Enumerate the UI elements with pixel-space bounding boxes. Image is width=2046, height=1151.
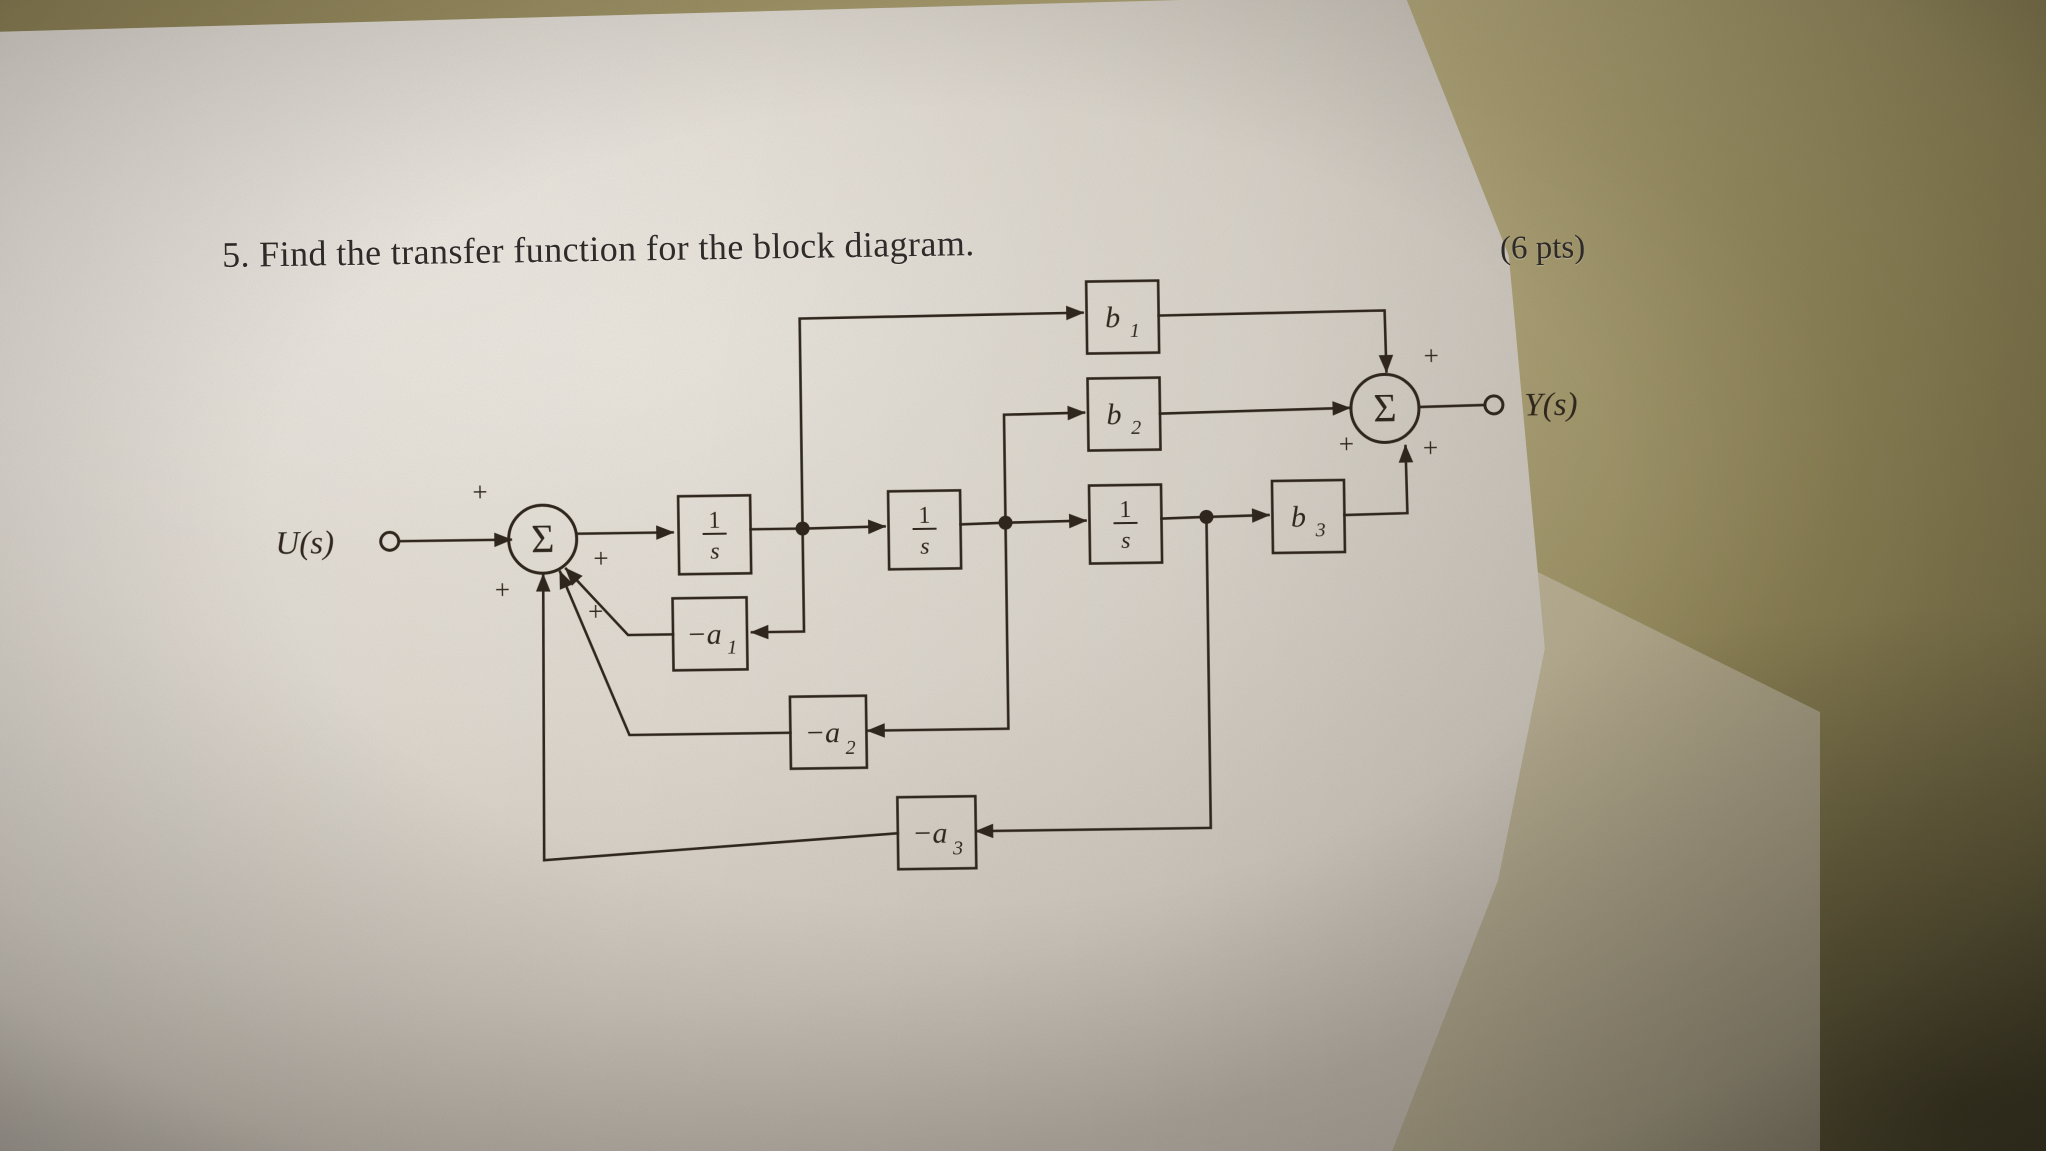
points-badge: (6 pts) — [1499, 229, 1586, 267]
